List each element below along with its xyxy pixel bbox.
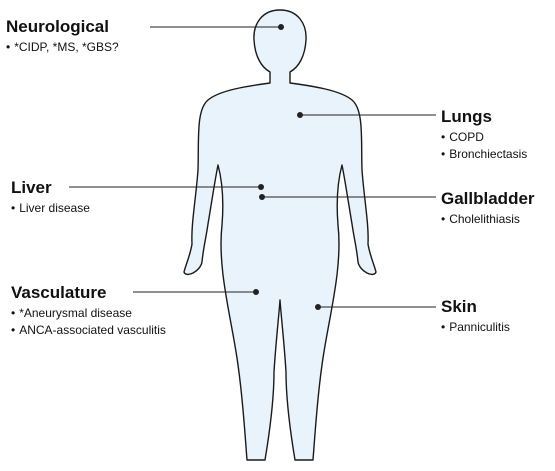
anchor-dot-lungs: [297, 112, 303, 118]
condition-item: • COPD: [441, 129, 527, 146]
region-title-vasculature: Vasculature: [11, 283, 166, 303]
region-title-neurological: Neurological: [6, 17, 119, 37]
anchor-dot-vasculature: [253, 289, 259, 295]
condition-item: • *CIDP, *MS, *GBS?: [6, 39, 119, 56]
bullet: •: [441, 320, 445, 334]
region-liver: Liver • Liver disease: [11, 178, 90, 217]
region-vasculature: Vasculature • *Aneurysmal disease • ANCA-a…: [11, 283, 166, 339]
condition-item: • ANCA-associated vasculitis: [11, 322, 166, 339]
condition-text: Bronchiectasis: [449, 147, 527, 161]
anchor-dot-neurological: [278, 24, 284, 30]
region-skin: Skin • Panniculitis: [441, 297, 510, 336]
bullet: •: [11, 323, 15, 337]
condition-item: • Bronchiectasis: [441, 146, 527, 163]
condition-text: *Aneurysmal disease: [19, 306, 132, 320]
bullet: •: [11, 201, 15, 215]
region-title-liver: Liver: [11, 178, 90, 198]
condition-text: Liver disease: [19, 201, 90, 215]
region-gallbladder: Gallbladder • Cholelithiasis: [441, 189, 535, 228]
bullet: •: [441, 147, 445, 161]
anchor-dot-liver: [258, 184, 264, 190]
condition-item: • Panniculitis: [441, 319, 510, 336]
condition-item: • Liver disease: [11, 200, 90, 217]
bullet: •: [6, 40, 10, 54]
condition-text: ANCA-associated vasculitis: [19, 323, 166, 337]
condition-text: *CIDP, *MS, *GBS?: [14, 40, 118, 54]
condition-item: • Cholelithiasis: [441, 211, 535, 228]
region-title-skin: Skin: [441, 297, 510, 317]
condition-text: Cholelithiasis: [449, 212, 520, 226]
region-lungs: Lungs • COPD • Bronchiectasis: [441, 107, 527, 163]
region-title-gallbladder: Gallbladder: [441, 189, 535, 209]
region-neurological: Neurological • *CIDP, *MS, *GBS?: [6, 17, 119, 56]
anchor-dot-gallbladder: [259, 194, 265, 200]
bullet: •: [11, 306, 15, 320]
condition-item: • *Aneurysmal disease: [11, 305, 166, 322]
condition-text: Panniculitis: [449, 320, 510, 334]
body-silhouette: [184, 10, 376, 460]
bullet: •: [441, 212, 445, 226]
condition-text: COPD: [449, 130, 484, 144]
region-title-lungs: Lungs: [441, 107, 527, 127]
anchor-dot-skin: [315, 304, 321, 310]
bullet: •: [441, 130, 445, 144]
